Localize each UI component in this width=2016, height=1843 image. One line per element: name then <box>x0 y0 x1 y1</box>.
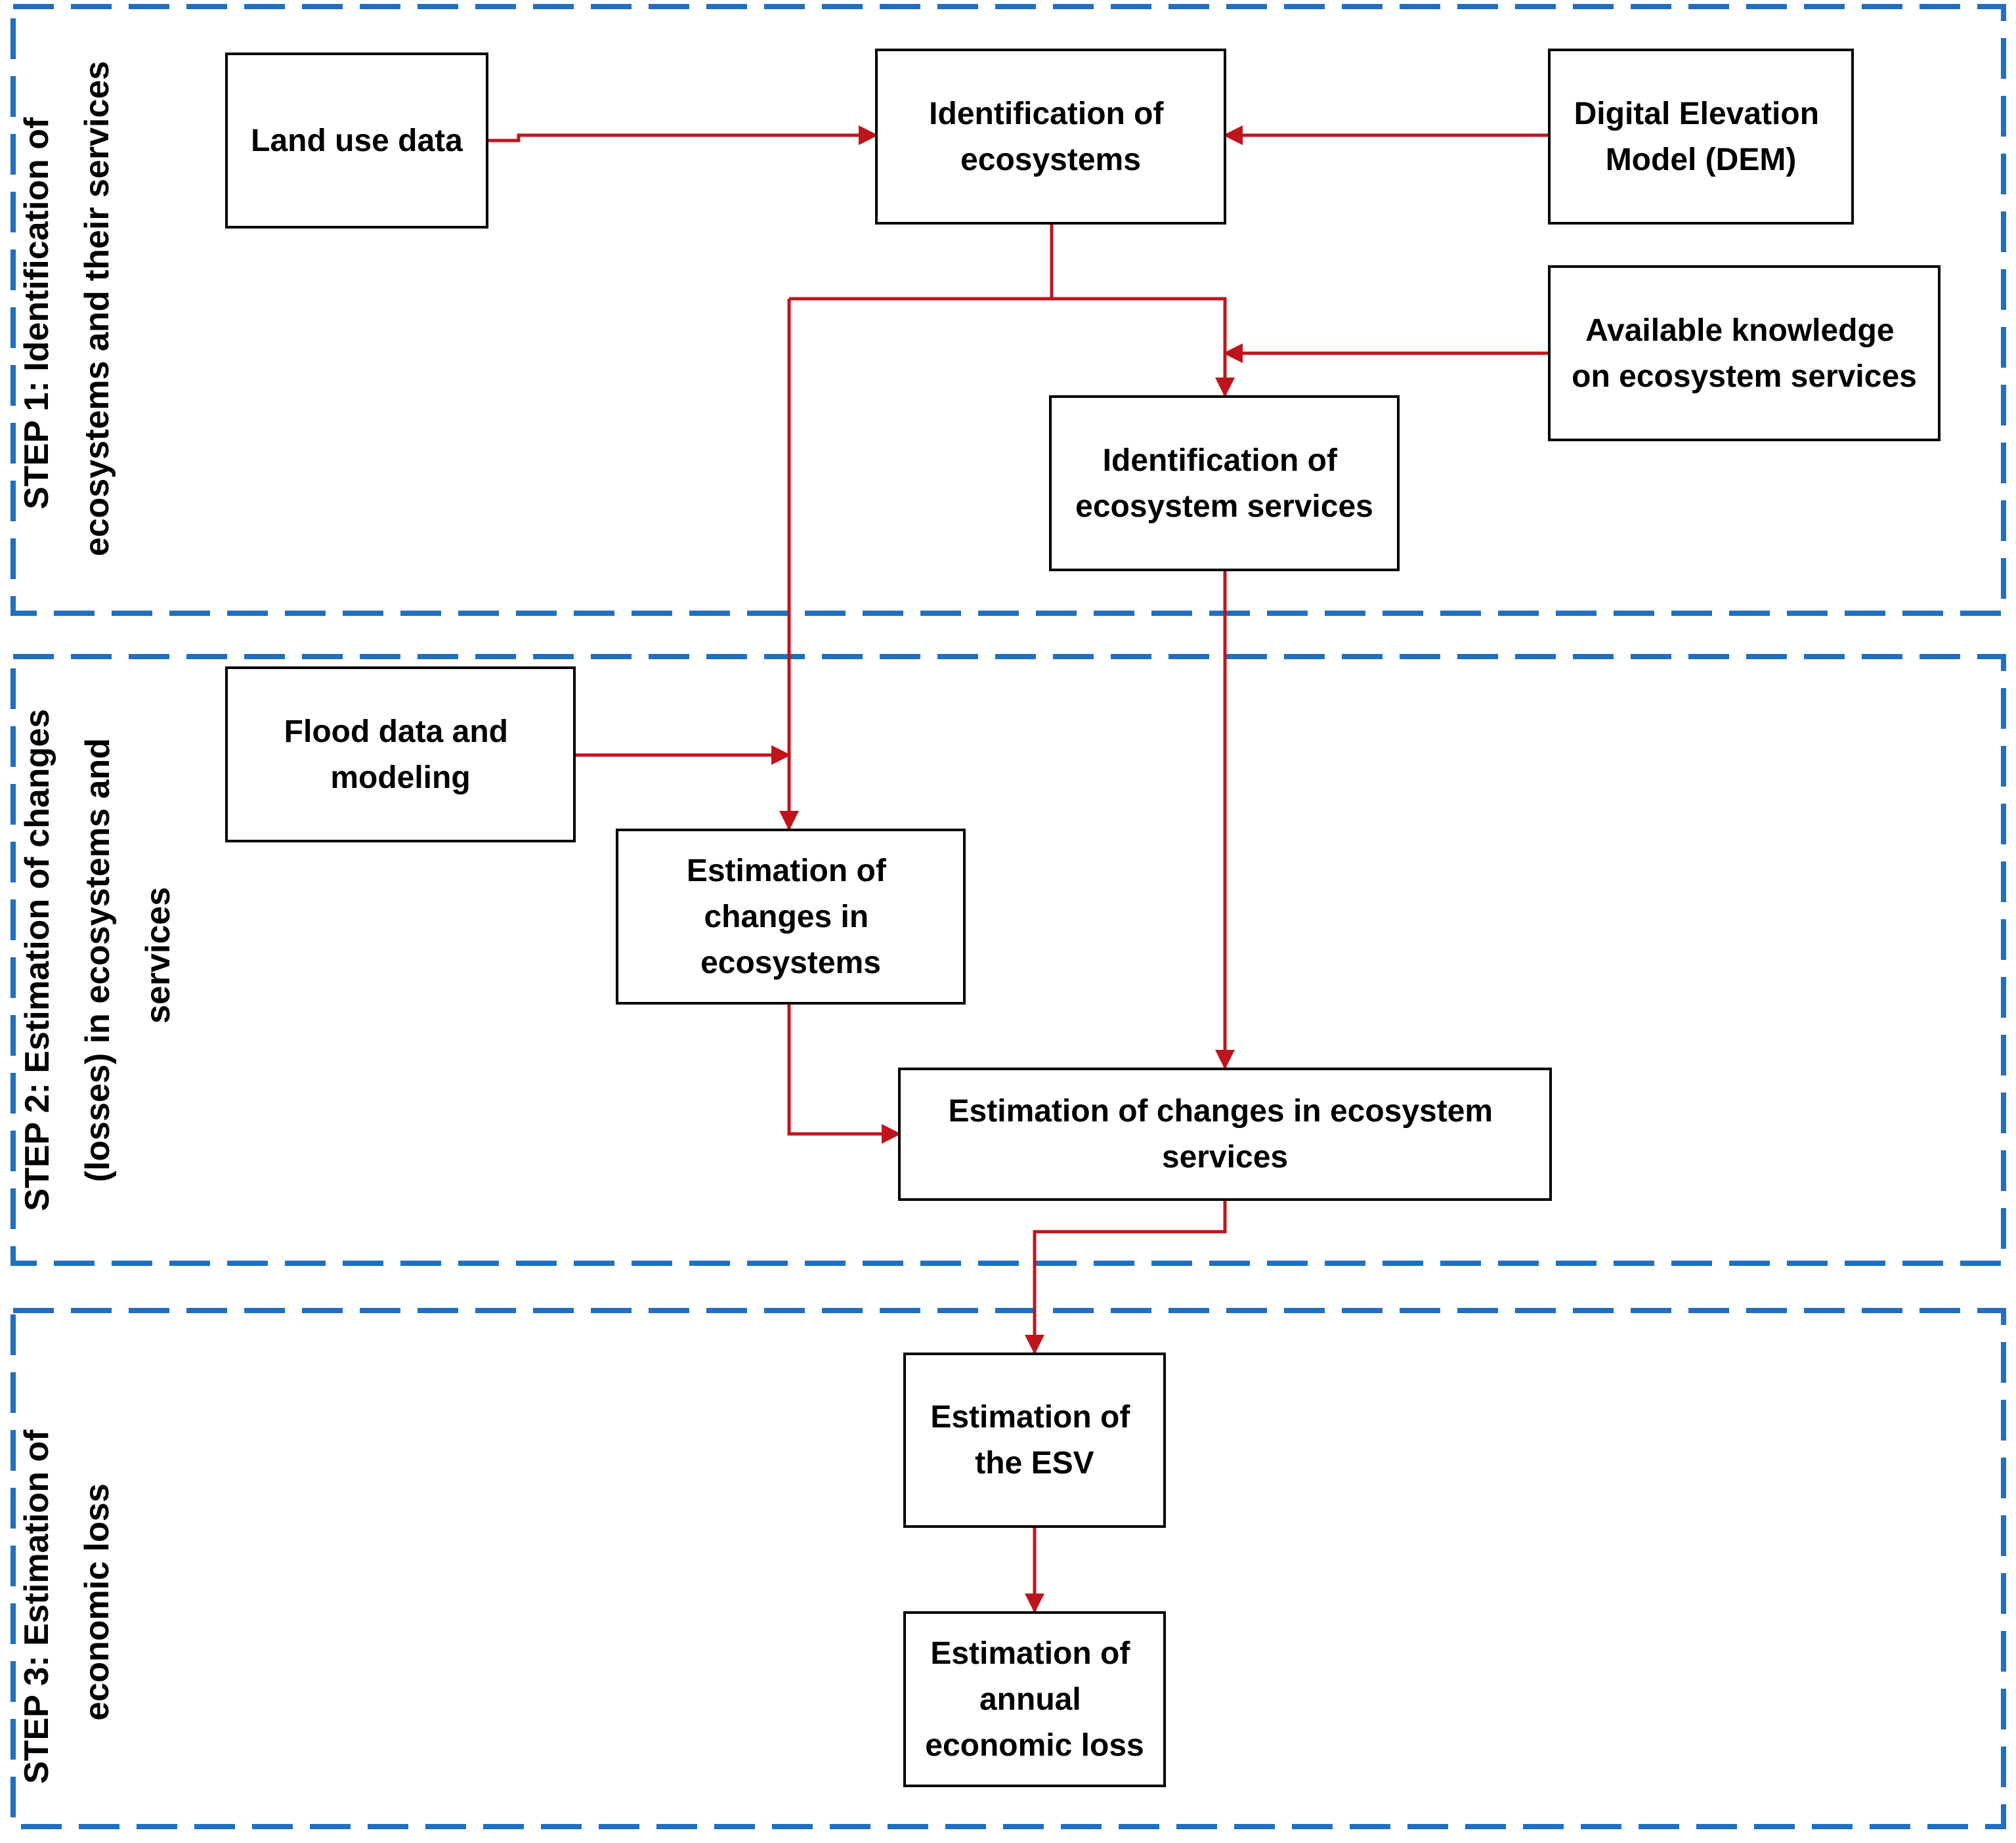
svg-text:Identification of ecosys: Identification of ecosystem services <box>1075 443 1373 524</box>
estimation-of-esv-box: Estimation of the ESV <box>903 1353 1166 1528</box>
svg-text:Flood data and modeling: Flood data and modeling <box>284 714 517 795</box>
arrow-estimation-ecosystems-to-estimation-services <box>787 1003 901 1144</box>
arrow-landuse-to-identification <box>487 125 878 145</box>
step2-panel <box>11 654 2006 1266</box>
svg-text:Land use data: Land use data <box>251 123 463 158</box>
arrow-estimation-services-to-esv <box>1025 1200 1227 1355</box>
estimation-of-annual-economic-loss-box: Estimation of annual economic loss <box>903 1611 1166 1787</box>
identification-of-services-box: Identification of ecosystem services <box>1049 395 1400 571</box>
step2-label: STEP 2: Estimation of changes (losses) i… <box>18 699 177 1211</box>
step3-panel <box>11 1308 2006 1829</box>
step1-panel <box>11 4 2006 616</box>
dem-box: Digital Elevation Model (DEM) <box>1548 49 1854 225</box>
step1-label: STEP 1: Identification of ecosystems and… <box>18 61 116 556</box>
svg-text:Identification of ecosys: Identification of ecosystems <box>929 97 1172 177</box>
identification-of-ecosystems-box: Identification of ecosystems <box>875 49 1226 225</box>
available-knowledge-box: Available knowledge on ecosystem service… <box>1548 265 1941 441</box>
svg-text:Estimation of changes in ecosy: Estimation of changes in ecosystem servi… <box>949 1094 1502 1175</box>
svg-text:Estimation of annual: Estimation of annual economic loss <box>925 1636 1144 1763</box>
estimation-of-changes-in-ecosystems-box: Estimation of changes in ecosystems <box>616 829 966 1005</box>
step3-label: STEP 3: Estimation of economic loss <box>18 1420 116 1784</box>
arrow-branch-to-services <box>789 297 1235 397</box>
svg-text:Digital Elevation Model: Digital Elevation Model (DEM) <box>1574 97 1828 177</box>
svg-text:Estimation of changes in: Estimation of changes in ecosystems <box>687 854 895 980</box>
land-use-data-box: Land use data <box>225 53 488 228</box>
estimation-of-changes-in-services-box: Estimation of changes in ecosystem servi… <box>898 1068 1552 1201</box>
svg-text:Estimation of the ESV: Estimation of the ESV <box>930 1400 1138 1481</box>
svg-text:Available knowledge on e: Available knowledge on ecosystem service… <box>1572 313 1917 394</box>
flood-data-box: Flood data and modeling <box>225 666 576 842</box>
